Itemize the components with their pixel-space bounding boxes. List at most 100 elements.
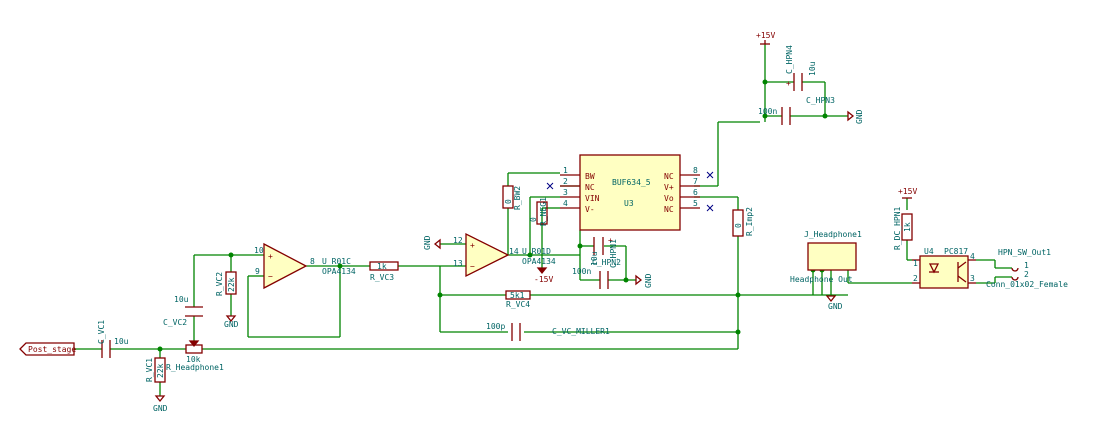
gnd-symbol-6: GND	[825, 295, 843, 311]
gnd-symbol-2: GND	[224, 315, 239, 329]
svg-text:2: 2	[563, 177, 568, 186]
svg-text:NC: NC	[664, 205, 674, 214]
svg-text:OPA4134: OPA4134	[322, 267, 356, 276]
svg-text:+: +	[470, 241, 475, 250]
svg-text:10u: 10u	[590, 251, 599, 266]
gnd-symbol-3: GND	[423, 235, 441, 250]
svg-text:GND: GND	[224, 320, 239, 329]
svg-text:+15V: +15V	[756, 31, 775, 40]
svg-text:R_DC_HPN1: R_DC_HPN1	[893, 206, 902, 250]
svg-text:R_VC3: R_VC3	[370, 273, 394, 282]
svg-text:Post_stage: Post_stage	[28, 345, 76, 354]
svg-text:GND: GND	[644, 273, 653, 288]
svg-text:R_Headphone1: R_Headphone1	[166, 363, 224, 372]
capacitor-c-hpn2[interactable]: 100n C_HPN2	[572, 258, 621, 289]
svg-text:10u: 10u	[114, 337, 129, 346]
svg-text:U_R01D: U_R01D	[522, 247, 551, 256]
potentiometer-headphone[interactable]: 10k R_Headphone1	[166, 340, 224, 372]
svg-text:0: 0	[734, 223, 743, 228]
resistor-r-vc4[interactable]: 5k1 R_VC4	[505, 290, 531, 309]
opamp-u-r01c[interactable]: + − 10 9 8 U_R01C OPA4134	[254, 242, 356, 290]
svg-text:22k: 22k	[156, 363, 165, 378]
svg-text:10u: 10u	[174, 295, 189, 304]
svg-text:V-: V-	[585, 205, 595, 214]
capacitor-c-hpn4[interactable]: + C_HPN4 10u	[785, 45, 817, 91]
svg-text:NC: NC	[585, 183, 595, 192]
svg-text:9: 9	[255, 267, 260, 276]
optocoupler-u4[interactable]: U4 PC817 1 2 3 4	[912, 247, 976, 289]
svg-text:0: 0	[529, 217, 538, 222]
svg-text:NC: NC	[664, 172, 674, 181]
svg-text:R_VC4: R_VC4	[506, 300, 530, 309]
svg-text:10k: 10k	[186, 355, 201, 364]
svg-text:1k: 1k	[903, 222, 912, 232]
svg-text:VIN: VIN	[585, 194, 600, 203]
svg-text:HPN_SW_Out1: HPN_SW_Out1	[998, 248, 1051, 257]
svg-text:2: 2	[913, 274, 918, 283]
svg-text:8: 8	[693, 166, 698, 175]
gnd-symbol-1: GND	[153, 395, 168, 413]
post-stage-label[interactable]: Post_stage	[19, 342, 76, 356]
connector-hpn-sw[interactable]: HPN_SW_Out1 1 2 Conn_01x02_Female	[986, 248, 1068, 289]
no-connect-marks	[546, 171, 714, 212]
svg-text:C_HPN3: C_HPN3	[806, 96, 835, 105]
svg-text:R_BW2: R_BW2	[513, 186, 522, 210]
svg-text:R_Imp2: R_Imp2	[745, 207, 754, 236]
svg-text:C_VC2: C_VC2	[163, 318, 187, 327]
svg-text:22k: 22k	[227, 277, 236, 292]
svg-text:+15V: +15V	[898, 187, 917, 196]
svg-text:OPA4134: OPA4134	[522, 257, 556, 266]
svg-text:100p: 100p	[486, 322, 505, 331]
svg-text:-15V: -15V	[534, 275, 553, 284]
svg-text:C_HPN4: C_HPN4	[785, 45, 794, 74]
svg-text:C_HPN2: C_HPN2	[592, 258, 621, 267]
svg-text:C_VC1: C_VC1	[97, 320, 106, 344]
resistor-r-vc1[interactable]: R_VC1 22k	[145, 357, 166, 383]
svg-text:6: 6	[693, 188, 698, 197]
gnd-symbol-4: GND	[635, 273, 653, 288]
neg15v-symbol: -15V	[534, 267, 553, 284]
wires	[74, 44, 1012, 396]
capacitor-c-hpn3[interactable]: C_HPN3 100n	[758, 96, 835, 125]
svg-text:3: 3	[970, 274, 975, 283]
svg-text:1: 1	[913, 259, 918, 268]
capacitor-c-vc2[interactable]: 10u C_VC2	[163, 295, 203, 327]
capacitor-c-hpn1[interactable]: + 10u C_HPN1	[590, 236, 618, 268]
capacitor-c-vc-miller[interactable]: 100p C_VC_MILLER1	[486, 322, 610, 341]
svg-text:3: 3	[563, 188, 568, 197]
svg-text:100n: 100n	[758, 107, 777, 116]
resistor-r-bw2[interactable]: 0 R_BW2	[502, 185, 522, 210]
resistor-r-vc3[interactable]: 1k R_VC3	[369, 261, 399, 282]
svg-text:10u: 10u	[808, 61, 817, 76]
resistor-r-imp2[interactable]: 0 R_Imp2	[732, 207, 754, 237]
svg-text:R_VC2: R_VC2	[215, 272, 224, 296]
resistor-r-neg1[interactable]: 0 R_NEG1	[529, 197, 548, 226]
svg-text:+: +	[608, 236, 613, 245]
headphone-jack[interactable]: J_Headphone1 Headphone Out	[790, 230, 862, 284]
svg-text:1: 1	[1024, 261, 1029, 270]
opamp-u-r01d[interactable]: + − 12 13 14 U_R01D OPA4134	[453, 232, 556, 278]
svg-text:−: −	[268, 272, 273, 281]
svg-text:C_VC_MILLER1: C_VC_MILLER1	[552, 327, 610, 336]
svg-text:12: 12	[453, 236, 463, 245]
svg-text:+: +	[786, 79, 791, 88]
resistor-r-vc2[interactable]: R_VC2 22k	[215, 271, 237, 296]
svg-text:4: 4	[970, 252, 975, 261]
svg-text:GND: GND	[153, 404, 168, 413]
buffer-u3[interactable]: BUF634_5 U3 BW NC VIN V- NC V+ Vo NC 1 2…	[560, 154, 700, 231]
svg-text:2: 2	[1024, 270, 1029, 279]
svg-text:100n: 100n	[572, 267, 591, 276]
pos15v-symbol-top: +15V	[756, 31, 775, 45]
junction-dots	[157, 79, 828, 352]
svg-text:−: −	[470, 262, 475, 271]
svg-text:R_NEG1: R_NEG1	[539, 197, 548, 226]
svg-text:10: 10	[254, 246, 264, 255]
capacitor-c-vc1[interactable]: C_VC1 10u	[97, 320, 129, 358]
resistor-r-dc-hpn1[interactable]: R_DC_HPN1 1k	[893, 206, 913, 250]
svg-text:PC817: PC817	[944, 247, 968, 256]
svg-text:U3: U3	[624, 199, 634, 208]
svg-text:V+: V+	[664, 183, 674, 192]
svg-text:BW: BW	[585, 172, 595, 181]
svg-text:1k: 1k	[377, 262, 387, 271]
